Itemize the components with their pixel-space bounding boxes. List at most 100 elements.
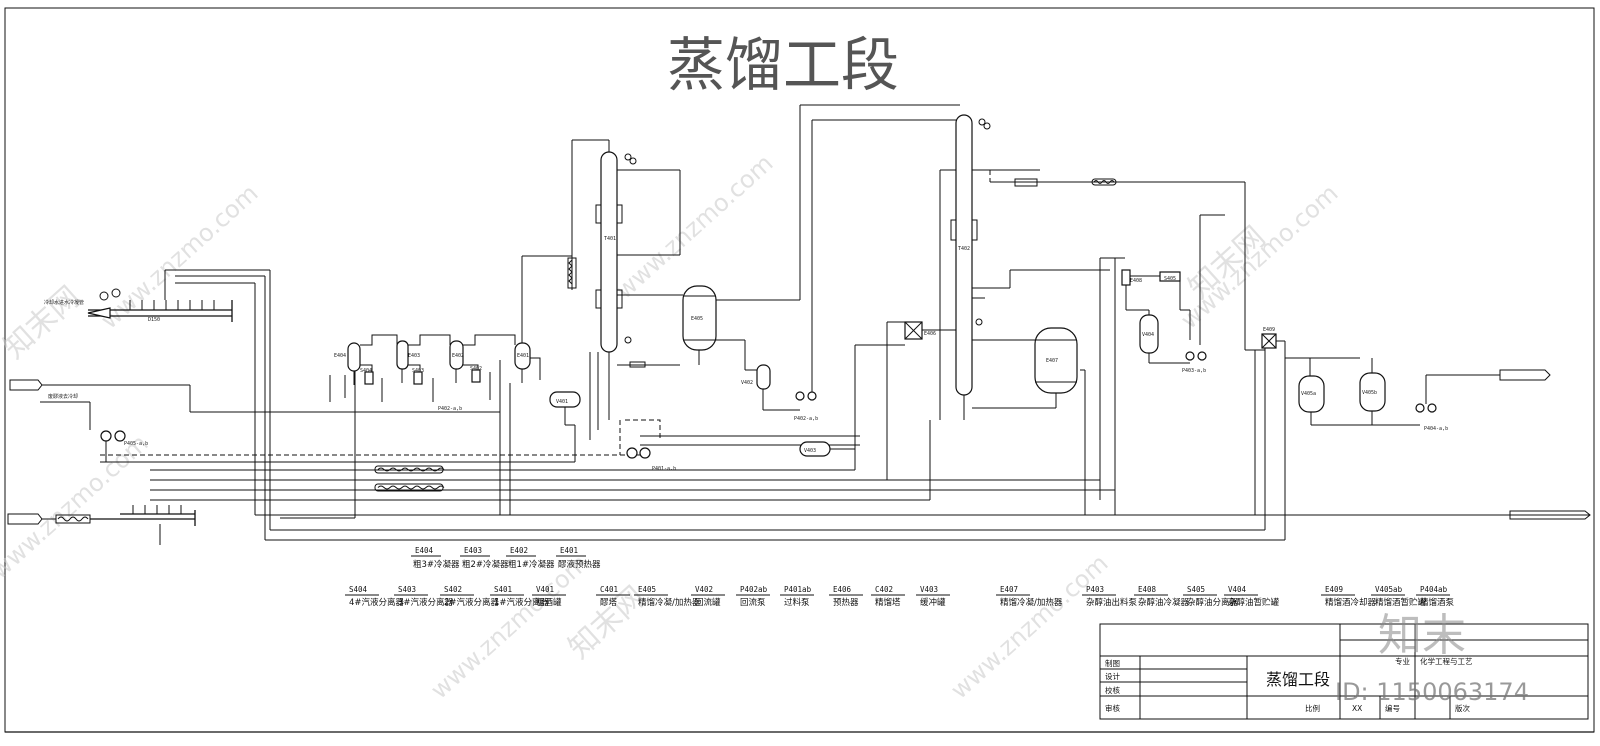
legend-code: S405 — [1187, 585, 1205, 594]
tank-v403: V403 — [799, 344, 905, 470]
tb-drawing-name: 蒸馏工段 — [1266, 670, 1330, 689]
legend-code: V403 — [920, 585, 938, 594]
svg-text:www.znzmo.com: www.znzmo.com — [95, 179, 263, 334]
svg-text:V405a: V405a — [1301, 391, 1316, 397]
legend-name: 过料泵 — [784, 597, 810, 608]
svg-text:T401: T401 — [604, 236, 616, 242]
legend-code: P401ab — [784, 585, 812, 594]
legend-top-name: 醪液预热器 — [558, 559, 601, 570]
equipment-legend: E404粗3#冷凝器S4044#汽液分离器E403粗2#冷凝器S4033#汽液分… — [345, 546, 1455, 608]
legend-code: E407 — [1000, 585, 1018, 594]
svg-text:www.znzmo.com: www.znzmo.com — [0, 429, 154, 584]
legend-code: V405ab — [1375, 585, 1403, 594]
legend-top-code: E404 — [415, 546, 434, 555]
svg-text:V401: V401 — [556, 399, 568, 405]
legend-name: 回流罐 — [695, 597, 721, 608]
tank-v401: V401 — [549, 391, 581, 462]
svg-text:V402: V402 — [741, 380, 753, 386]
legend-name: 精馏酒暂贮罐 — [1375, 597, 1427, 608]
svg-text:知末网: 知末网 — [0, 280, 87, 366]
vessel-e405: E405 — [682, 104, 960, 371]
legend-name: 精馏冷凝/加热器 — [1000, 597, 1063, 608]
tb-label-review: 审核 — [1105, 703, 1121, 713]
legend-name: 醪塔 — [600, 597, 618, 608]
legend-top-code: E403 — [464, 546, 482, 555]
stream-label-feed: 冷却水进水冷凝管 — [44, 299, 84, 306]
tank-v402: V402 P402-a,b — [741, 119, 960, 422]
svg-text:E409: E409 — [1263, 327, 1275, 333]
main-piping — [100, 269, 1591, 541]
tb-scale-value: XX — [1352, 704, 1362, 713]
tb-label-scale: 比例 — [1305, 703, 1320, 713]
legend-name: 粗酒罐 — [536, 597, 562, 608]
legend-name: 精馏酒冷却器 — [1325, 597, 1377, 608]
svg-text:E407: E407 — [1046, 358, 1058, 364]
svg-text:废醪液去冷却: 废醪液去冷却 — [48, 393, 78, 400]
legend-code: V402 — [695, 585, 713, 594]
legend-name: 杂醇油分离器 — [1187, 597, 1239, 608]
legend-code: P402ab — [740, 585, 768, 594]
legend-code: E406 — [833, 585, 852, 594]
inlet-arrow-2 — [7, 513, 43, 525]
t401-column-body — [600, 151, 618, 353]
svg-text:www.znzmo.com: www.znzmo.com — [945, 549, 1113, 704]
fusel-oil-section: E408 S405 V404 P403-a,b — [1099, 214, 1225, 515]
legend-code: E409 — [1325, 585, 1343, 594]
legend-code: E408 — [1138, 585, 1157, 594]
legend-code: E405 — [638, 585, 656, 594]
svg-text:E401: E401 — [517, 353, 529, 359]
svg-text:E404: E404 — [334, 353, 346, 359]
condenser-train: E404 E403 E402 E401 S404 S403 S402 P402-… — [329, 255, 572, 515]
legend-top-name: 粗2#冷凝器 — [462, 559, 509, 570]
svg-text:P405-a,b: P405-a,b — [124, 441, 148, 447]
tb-label-major: 专业 — [1395, 656, 1411, 666]
svg-text:E406: E406 — [924, 331, 936, 337]
vessel-e407: E407 — [972, 327, 1086, 515]
legend-name: 预热器 — [833, 597, 859, 608]
column-t401: T401 — [567, 139, 683, 440]
legend-code: S403 — [398, 585, 416, 594]
column-t402: T402 — [929, 114, 1265, 500]
legend-code: P403 — [1086, 585, 1104, 594]
logo-watermark: 知末 — [1378, 610, 1466, 661]
legend-code: S401 — [494, 585, 512, 594]
svg-text:P403-a,b: P403-a,b — [1182, 368, 1206, 374]
svg-text:E402: E402 — [452, 353, 464, 359]
svg-text:D150: D150 — [148, 317, 160, 323]
svg-text:S403: S403 — [412, 368, 424, 374]
tb-label-number: 编号 — [1385, 703, 1400, 713]
watermark-layer: www.znzmo.com www.znzmo.com www.znzmo.co… — [0, 149, 1344, 704]
legend-top-code: E402 — [510, 546, 528, 555]
t402-column-body — [955, 114, 973, 396]
legend-name: 杂醇油暂贮罐 — [1228, 597, 1280, 608]
tb-version: 版次 — [1455, 703, 1471, 713]
outlet-arrow-top — [1499, 369, 1551, 381]
legend-name: 回流泵 — [740, 597, 766, 608]
svg-text:www.znzmo.com: www.znzmo.com — [610, 149, 778, 304]
svg-text:S404: S404 — [360, 368, 372, 374]
svg-text:V404: V404 — [1142, 332, 1154, 338]
legend-code: S404 — [349, 585, 368, 594]
legend-code: V401 — [536, 585, 554, 594]
svg-text:P402-a,b: P402-a,b — [794, 416, 818, 422]
title-block: 制图 设计 校核 审核 蒸馏工段 比例 XX 编号 版次 专业 化学工程与工艺 — [1099, 623, 1589, 720]
left-feed-section: 冷却水进水冷凝管 D150 废醪液去冷却 — [7, 288, 500, 545]
legend-top-name: 粗3#冷凝器 — [413, 559, 460, 570]
product-section: E409 V405a V405b P404-a,b — [1254, 327, 1551, 540]
drawing-title: 蒸馏工段 — [667, 31, 899, 99]
inlet-arrow-1 — [9, 379, 43, 391]
svg-text:P402-a,b: P402-a,b — [438, 406, 462, 412]
legend-code: V404 — [1228, 585, 1247, 594]
svg-text:S402: S402 — [470, 366, 482, 372]
legend-code: C402 — [875, 585, 893, 594]
exchanger-e406: E406 — [886, 321, 960, 480]
legend-name: 2#汽液分离器 — [444, 597, 500, 608]
svg-text:www.znzmo.com: www.znzmo.com — [425, 549, 593, 704]
legend-name: 1#汽液分离器 — [494, 597, 550, 608]
legend-name: 杂醇油出料泵 — [1086, 597, 1138, 608]
legend-name: 精馏冷凝/加热器 — [638, 597, 701, 608]
legend-name: 4#汽液分离器 — [349, 597, 405, 608]
legend-top-name: 粗1#冷凝器 — [508, 559, 555, 570]
id-watermark: ID: 1150063174 — [1335, 678, 1529, 706]
